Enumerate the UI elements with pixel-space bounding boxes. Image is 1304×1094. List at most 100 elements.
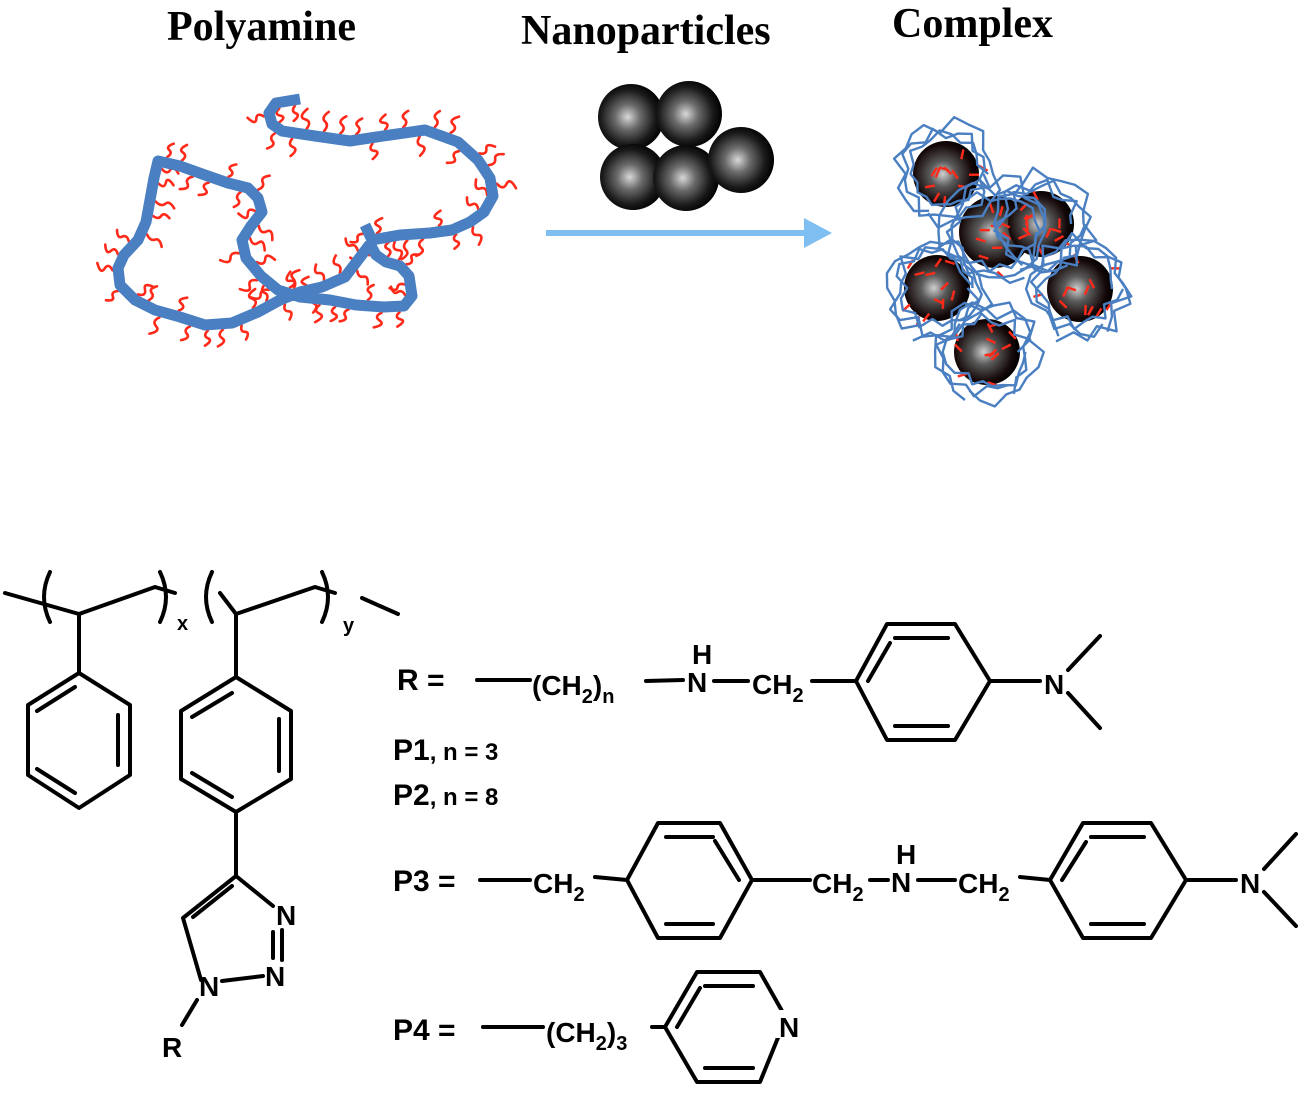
- p2-label: P2: [393, 779, 430, 812]
- ring-double-bond: [190, 771, 234, 799]
- side-chain: [227, 163, 238, 179]
- side-chain: [1025, 221, 1029, 232]
- polymer-coil: [901, 127, 986, 219]
- pyridine-n-atom: N: [779, 1012, 799, 1043]
- side-chain: [1025, 212, 1035, 221]
- triazole-n3-atom: N: [276, 900, 296, 931]
- triazole-n1-atom: N: [199, 971, 219, 1002]
- side-chain: [151, 212, 171, 220]
- dimethylamino-n-atom: N: [1240, 868, 1260, 899]
- polymer-coil: [993, 179, 1092, 274]
- polymer-coil: [1024, 231, 1132, 343]
- bracket-close-x: [158, 570, 168, 624]
- complex-title: Complex: [892, 1, 1053, 47]
- side-chain: [1058, 299, 1068, 309]
- side-chain: [354, 117, 364, 136]
- side-chain: [157, 178, 175, 188]
- methyl-bond: [1066, 691, 1102, 730]
- ring-double-bond: [713, 839, 741, 882]
- side-chain: [1083, 285, 1090, 296]
- arrow-head: [804, 218, 832, 248]
- side-chain: [400, 239, 409, 261]
- reaction-arrow: [546, 218, 832, 248]
- side-chain: [103, 243, 120, 256]
- backbone-end-bond: [360, 596, 400, 616]
- polymer-backbone: [112, 93, 499, 331]
- side-chain: [1008, 330, 1017, 340]
- side-chain: [392, 240, 404, 262]
- complex-polymer-coils: [885, 115, 1133, 408]
- triazole-bond: [181, 874, 238, 982]
- nanoparticle: [653, 145, 719, 211]
- polymer-coil: [888, 237, 983, 339]
- phenylene-ring: [179, 675, 293, 814]
- side-chain: [145, 233, 163, 249]
- side-chain: [369, 142, 379, 161]
- r-definition: R = (CH2)n H N CH2 N: [397, 622, 1102, 742]
- side-chain: [256, 174, 271, 192]
- r-substituent-label: R: [162, 1032, 182, 1063]
- p1-label: P1: [393, 734, 430, 767]
- dimethylamino-n-atom: N: [1044, 669, 1064, 700]
- benzene-ring: [854, 622, 992, 742]
- side-chain: [374, 216, 384, 235]
- side-chain: [1017, 233, 1029, 240]
- side-chain: [978, 254, 989, 260]
- side-chain: [313, 263, 326, 282]
- side-chain: [300, 107, 311, 131]
- side-chain: [1032, 190, 1039, 201]
- side-chain: [246, 113, 266, 124]
- complex-nanoparticle: [904, 255, 970, 321]
- methyl-bond: [1262, 832, 1298, 871]
- side-chain: [474, 178, 489, 197]
- side-chain: [960, 149, 965, 160]
- side-chain: [495, 180, 518, 190]
- ring-double-bond: [675, 986, 702, 1029]
- side-chain: [216, 328, 226, 348]
- side-chain: [1051, 227, 1062, 234]
- backbone-bond: [3, 585, 177, 616]
- p2-text: P2, n = 8: [393, 779, 498, 812]
- benzene-ring: [625, 821, 754, 940]
- side-chain: [355, 269, 370, 286]
- nanoparticles-title: Nanoparticles: [521, 8, 771, 54]
- ch2-group: CH2: [752, 669, 804, 707]
- side-chain: [395, 310, 405, 328]
- side-chain: [275, 107, 285, 125]
- side-chain: [104, 289, 119, 302]
- polymer-coil: [935, 301, 1032, 398]
- side-chain: [950, 290, 956, 301]
- methyl-bond: [1066, 634, 1102, 672]
- backbone-bond: [218, 585, 337, 616]
- side-chain: [232, 190, 242, 209]
- phenyl-ring: [26, 671, 132, 810]
- side-chain: [165, 142, 176, 159]
- ring-double-bond: [35, 685, 77, 713]
- nanoparticle: [656, 81, 722, 147]
- side-chain: [389, 285, 407, 297]
- side-chain: [237, 208, 257, 220]
- p4-equals-label: P4 =: [393, 1014, 456, 1047]
- side-chain: [986, 323, 994, 334]
- side-chain: [148, 316, 161, 336]
- side-chain: [975, 237, 986, 243]
- bracket-open-y: [204, 570, 214, 624]
- side-chain: [465, 196, 480, 211]
- side-chain: [177, 296, 189, 312]
- bracket-close-y: [320, 570, 330, 624]
- pyridine-n-mask: [776, 1010, 802, 1038]
- side-chain: [344, 237, 360, 252]
- p3-equals-label: P3 =: [393, 865, 456, 898]
- side-chain: [285, 270, 297, 290]
- side-chain: [179, 143, 189, 162]
- side-chain: [471, 225, 483, 246]
- side-chain: [332, 254, 342, 274]
- methyl-bond: [1262, 890, 1298, 928]
- side-chain: [934, 257, 943, 268]
- ch2-group: CH2: [812, 868, 864, 906]
- side-chain: [487, 152, 505, 167]
- side-chain: [115, 228, 131, 243]
- side-chain: [944, 259, 955, 266]
- side-chain: [415, 237, 425, 258]
